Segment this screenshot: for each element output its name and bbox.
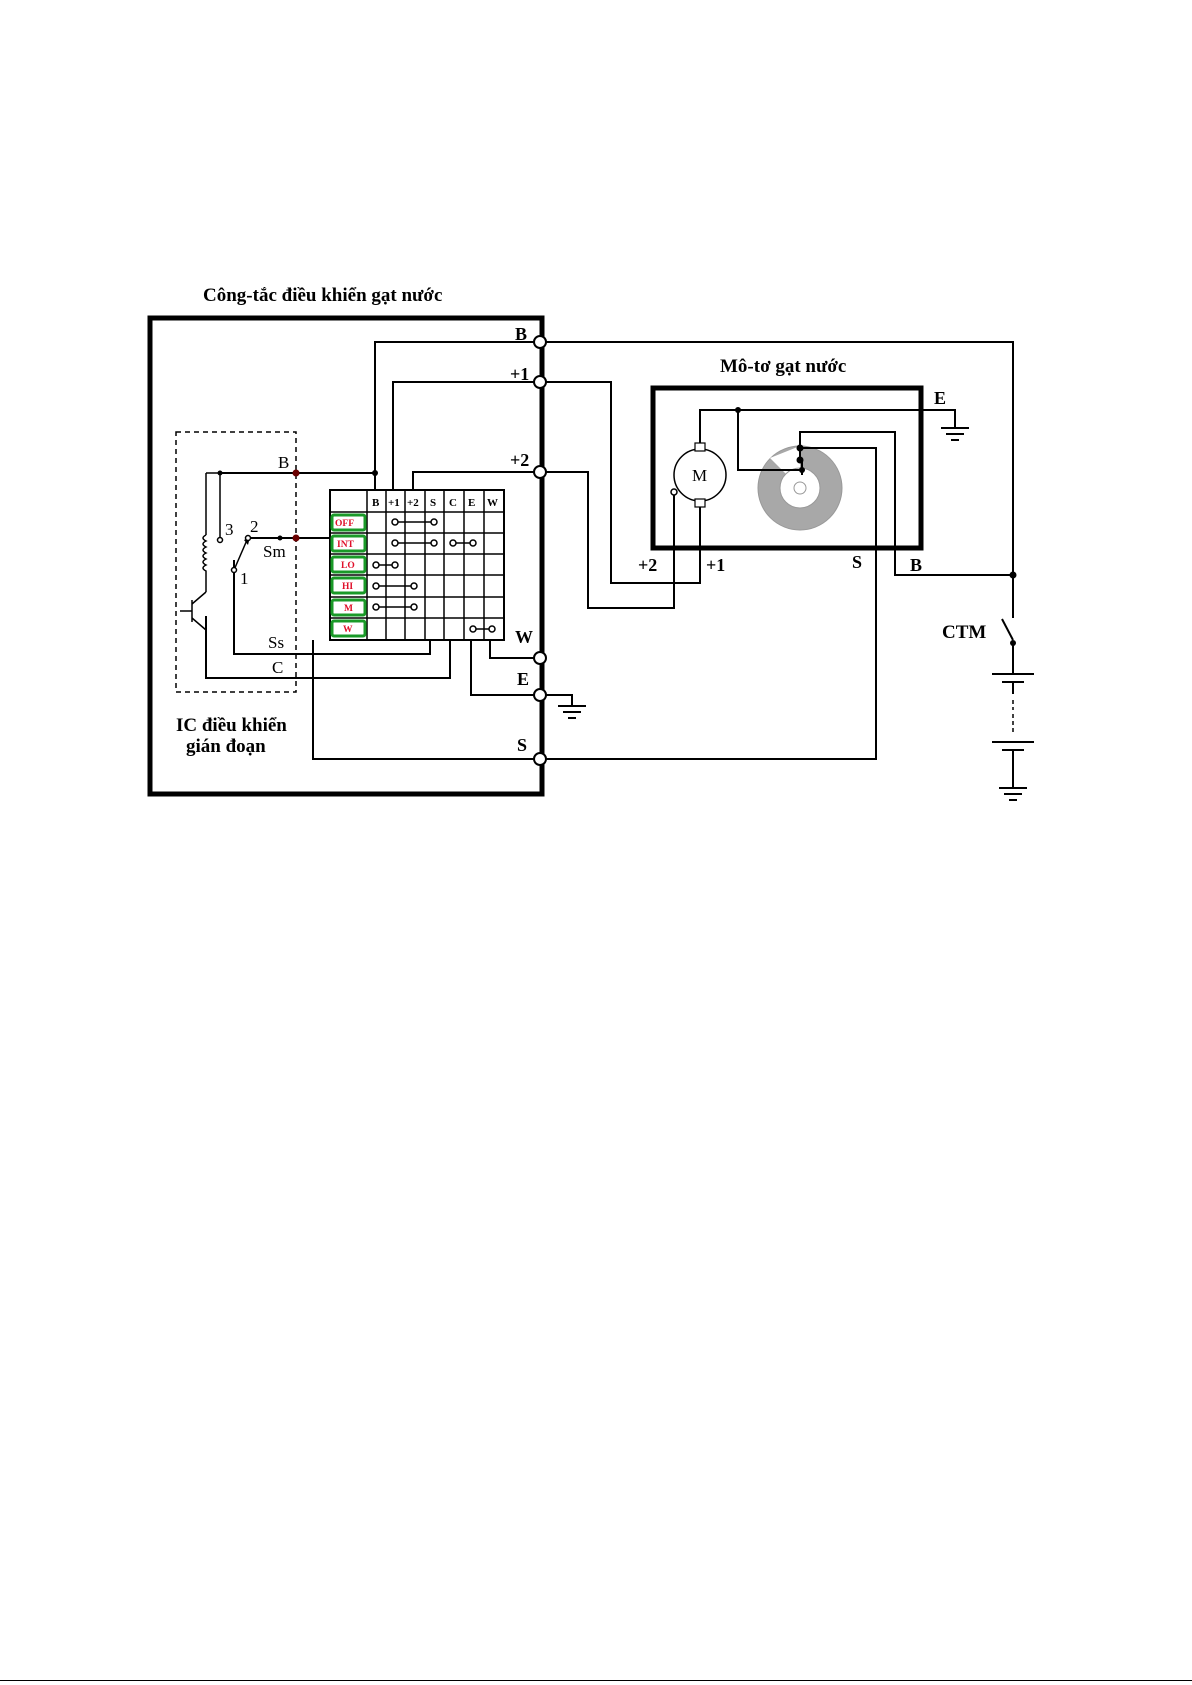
- position-off: OFF: [332, 515, 365, 530]
- terminal-plus2-node: [534, 466, 546, 478]
- position-int: INT: [332, 536, 365, 551]
- table-header-s: S: [430, 497, 436, 509]
- ic-label-b: B: [278, 453, 289, 472]
- terminal-w-node: [534, 652, 546, 664]
- ic-label-line2: gián đoạn: [186, 736, 266, 757]
- terminal-e-node: [534, 689, 546, 701]
- terminal-plus1-node: [534, 376, 546, 388]
- switch-title: Công-tắc điều khiển gạt nước: [203, 285, 442, 306]
- position-m: M: [332, 600, 365, 615]
- cam-contact-1: [735, 407, 741, 413]
- node-b-junction: [372, 470, 378, 476]
- table-header-c: C: [449, 497, 457, 509]
- page-bottom-rule: [0, 1680, 1192, 1681]
- table-header-b: B: [372, 497, 380, 509]
- position-hi: HI: [332, 578, 365, 593]
- svg-text:W: W: [515, 627, 533, 647]
- node-sm-junction: [278, 536, 283, 541]
- position-lo: LO: [332, 557, 365, 572]
- node-b-ic: [293, 470, 300, 477]
- switch-terminal-w: W: [515, 627, 533, 647]
- motor-terminal-s: S: [852, 552, 862, 572]
- wire-plus1-internal: [393, 382, 540, 490]
- svg-text:INT: INT: [337, 540, 355, 550]
- motor-terminal-plus2: +2: [638, 555, 657, 575]
- terminal-b-node: [534, 336, 546, 348]
- ground-battery: [999, 788, 1027, 800]
- ic-label-1: 1: [240, 569, 249, 588]
- svg-text:OFF: OFF: [335, 519, 354, 529]
- svg-text:E: E: [517, 669, 529, 689]
- ic-relay: [180, 471, 251, 631]
- ground-switch-e: [558, 706, 586, 718]
- cam-contact-2: [797, 445, 804, 452]
- motor-terminal-b: B: [910, 555, 922, 575]
- table-header-plus2: +2: [407, 497, 419, 509]
- motor-plus2-node: [671, 489, 677, 495]
- cam-contact-3: [797, 457, 804, 464]
- ctm-label: CTM: [942, 622, 986, 643]
- cam-contact-4: [799, 467, 805, 473]
- svg-text:S: S: [517, 735, 527, 755]
- ic-label-line1: IC điều khiển: [176, 715, 287, 736]
- ground-motor-e: [941, 428, 969, 440]
- wire-plus2-internal: [413, 472, 540, 490]
- motor-terminal-e: E: [934, 388, 946, 408]
- position-w: W: [332, 621, 365, 636]
- battery: [992, 674, 1034, 788]
- node-sm: [293, 535, 300, 542]
- svg-text:M: M: [344, 604, 353, 614]
- ic-label-2: 2: [250, 517, 259, 536]
- table-header-e: E: [468, 497, 475, 509]
- ic-label-3: 3: [225, 520, 234, 539]
- ic-label-sm: Sm: [263, 542, 286, 561]
- ic-label-ss: Ss: [268, 633, 284, 652]
- switch-terminal-s: S: [517, 735, 527, 755]
- motor-title: Mô-tơ gạt nước: [720, 356, 846, 377]
- ctm-switch: [1002, 575, 1016, 674]
- motor-symbol-label: M: [692, 466, 707, 485]
- svg-text:W: W: [343, 625, 353, 635]
- table-header-plus1: +1: [388, 497, 400, 509]
- switch-terminal-e: E: [517, 669, 529, 689]
- motor-terminal-plus1: +1: [706, 555, 725, 575]
- wire-sm: [248, 538, 330, 640]
- switch-terminal-plus2: +2: [510, 450, 529, 470]
- svg-text:+2: +2: [510, 450, 529, 470]
- svg-text:LO: LO: [341, 561, 355, 571]
- terminal-s-node: [534, 753, 546, 765]
- table-header-w: W: [487, 497, 498, 509]
- svg-text:HI: HI: [342, 582, 353, 592]
- ic-label-c: C: [272, 658, 283, 677]
